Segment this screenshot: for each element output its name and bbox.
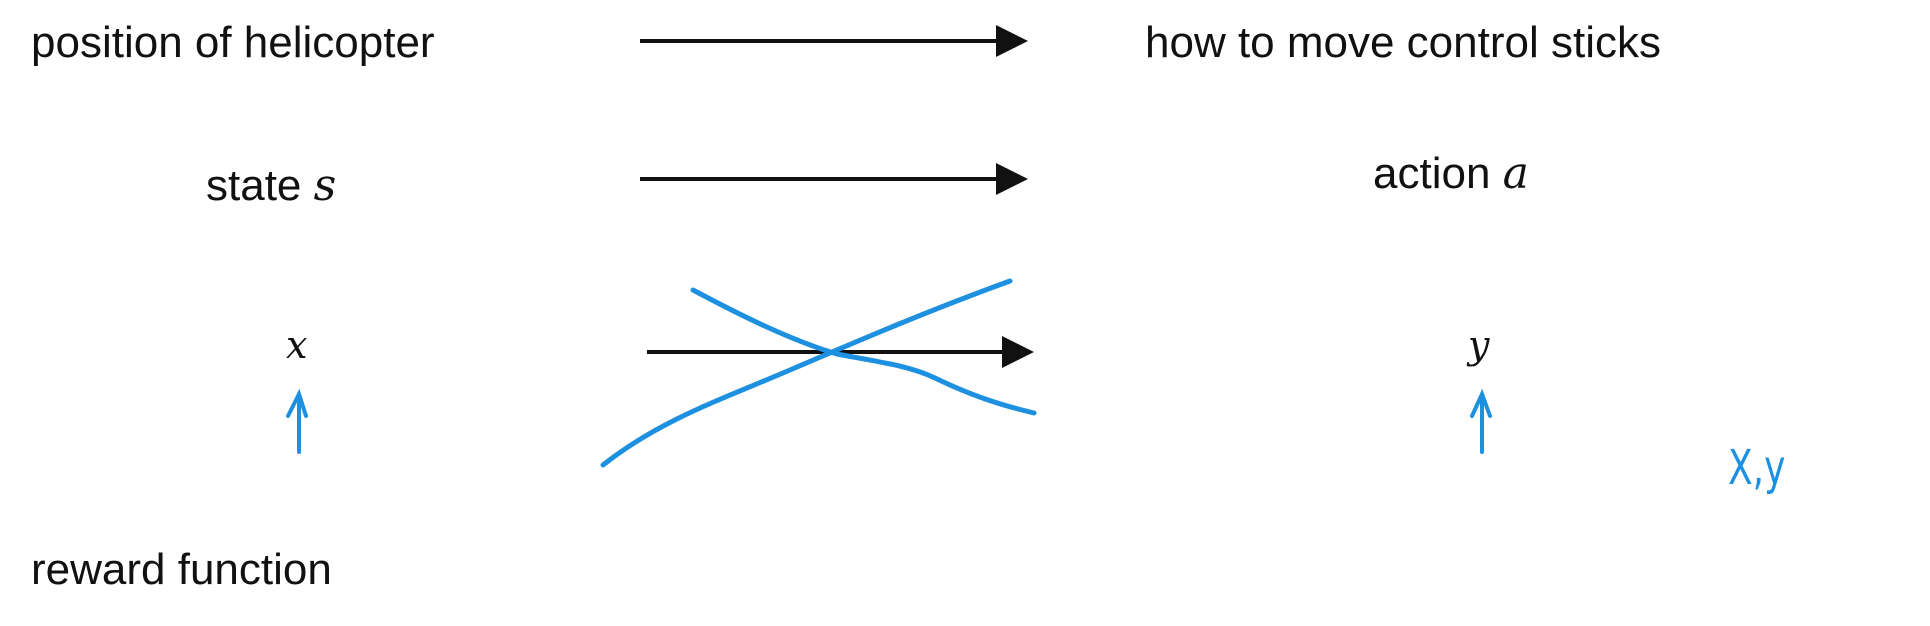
y-variable: y [1468, 323, 1490, 367]
action-label: action a [1373, 152, 1529, 196]
x-variable: x [286, 323, 308, 367]
state-label: state s [206, 164, 336, 208]
state-variable: s [313, 160, 337, 211]
action-word: action [1373, 149, 1491, 198]
state-word: state [206, 161, 302, 210]
action-variable: a [1502, 148, 1529, 199]
output-description: how to move control sticks [1145, 18, 1661, 67]
cross-out-stroke-1 [600, 278, 1013, 468]
reward-function-label: reward function [31, 545, 332, 594]
cross-out-stroke-2 [690, 287, 1037, 416]
up-arrow-icon [1470, 388, 1492, 454]
up-arrow-icon [286, 388, 308, 454]
handwritten-note: X,y [1728, 440, 1786, 496]
input-description: position of helicopter [31, 18, 435, 67]
